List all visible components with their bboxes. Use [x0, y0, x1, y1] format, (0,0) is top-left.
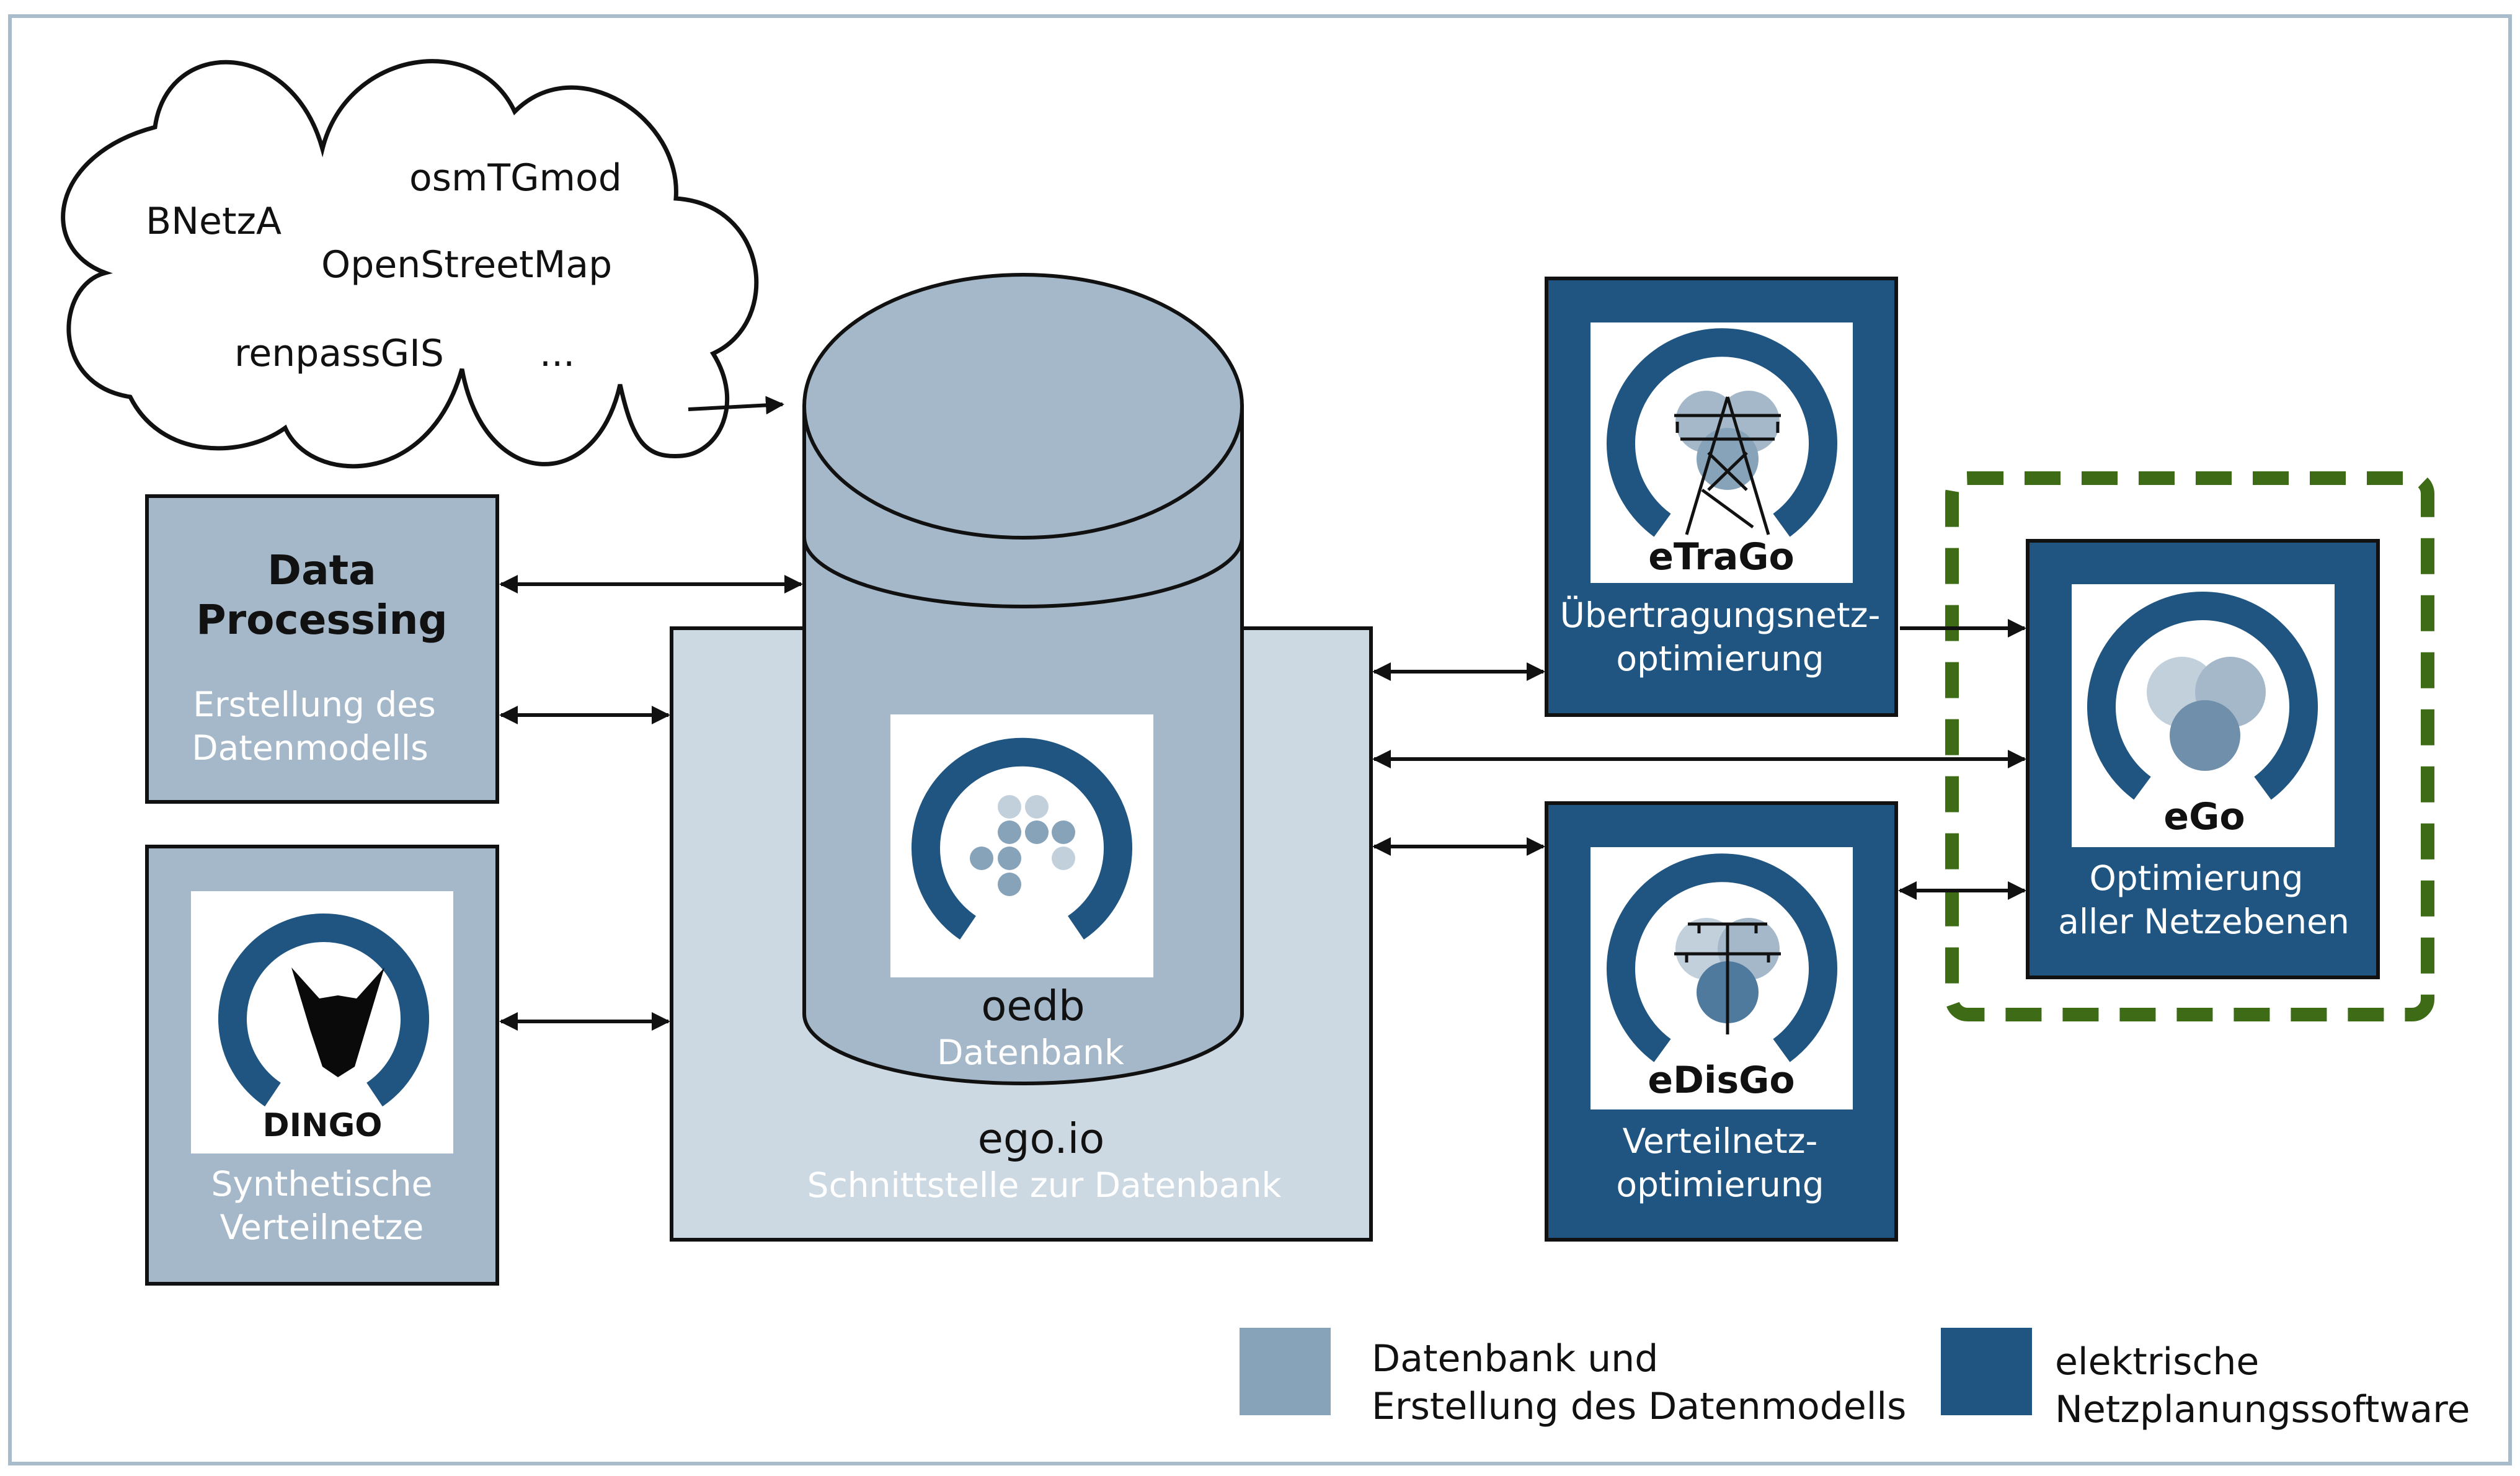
dingo-box: DINGO Synthetische Verteilnetze: [145, 845, 499, 1286]
cloud-item-renpassgis: renpassGIS: [234, 332, 444, 375]
data-processing-sub-1: Erstellung des: [193, 685, 436, 724]
ego-highlight-dashed: [1945, 471, 2434, 1021]
data-processing-sub-2: Datenmodells: [192, 728, 428, 768]
edisgo-sub-1: Verteilnetz-: [1623, 1121, 1818, 1161]
data-sources-cloud: BNetzA osmTGmod OpenStreetMap renpassGIS…: [61, 59, 759, 469]
etrago-circles-icon: [1675, 391, 1780, 490]
oedb-cylinder: oedb Datenbank: [802, 273, 1244, 1085]
cloud-item-openstreetmap: OpenStreetMap: [321, 243, 612, 287]
legend-light-line-2: Erstellung des Datenmodells: [1372, 1385, 1906, 1428]
transmission-tower-icon: [1674, 396, 1781, 535]
etrago-logo-text: eTraGo: [1648, 535, 1795, 579]
ego-box: eGo Optimierung aller Netzebenen: [2026, 539, 2380, 979]
data-processing-title-2: Processing: [196, 596, 448, 644]
legend-swatch-dark: [1941, 1328, 2032, 1415]
cloud-item-ellipsis: ...: [539, 332, 575, 375]
edisgo-circles-icon: [1675, 918, 1780, 1023]
legend-dark-line-2: Netzplanungssoftware: [2055, 1388, 2470, 1431]
etrago-box: eTraGo Übertragungsnetz- optimierung: [1545, 277, 1898, 717]
cylinder-top: [802, 273, 1244, 540]
data-processing-title-1: Data: [267, 546, 376, 594]
edisgo-sub-2: optimierung: [1616, 1165, 1824, 1204]
ego-logo-text: eGo: [2163, 795, 2245, 838]
distribution-pole-icon: [1674, 922, 1781, 1034]
dog-head-icon: [291, 967, 384, 1077]
legend: Datenbank und Erstellung des Datenmodell…: [1240, 1328, 2470, 1431]
oedb-sublabel: Datenbank: [937, 1033, 1124, 1072]
edisgo-box: eDisGo Verteilnetz- optimierung: [1545, 801, 1898, 1242]
dingo-logo-text: DINGO: [263, 1107, 383, 1144]
legend-light-line-1: Datenbank und: [1372, 1337, 1658, 1380]
ego-sub-2: aller Netzebenen: [2058, 902, 2349, 941]
edisgo-logo-ring-icon: [1607, 853, 1837, 1062]
dingo-logo-ring-icon: [218, 914, 429, 1107]
legend-swatch-light: [1240, 1328, 1331, 1415]
cloud-shape: [61, 59, 759, 469]
etrago-logo-ring-icon: [1607, 328, 1837, 537]
dingo-sub-1: Synthetische: [211, 1164, 432, 1204]
oedb-label: oedb: [981, 982, 1085, 1030]
edisgo-logo-text: eDisGo: [1648, 1059, 1795, 1102]
arrow-cloud-to-oedb: [688, 396, 784, 415]
cylinder-ring: [802, 536, 1244, 608]
connectors: [499, 396, 2026, 1031]
egoio-sublabel: Schnittstelle zur Datenbank: [807, 1165, 1282, 1205]
cloud-item-bnetza: BNetzA: [146, 200, 282, 243]
oedb-hexagon-icon: [970, 795, 1075, 896]
ego-circles-icon: [2147, 657, 2266, 771]
ego-sub-1: Optimierung: [2090, 858, 2304, 898]
oedb-logo-ring-icon: [912, 737, 1132, 940]
ego-logo-ring-icon: [2087, 592, 2318, 800]
dingo-sub-2: Verteilnetze: [220, 1207, 424, 1247]
etrago-sub-1: Übertragungsnetz-: [1560, 595, 1881, 635]
etrago-sub-2: optimierung: [1616, 639, 1824, 678]
data-processing-box: Data Processing Erstellung des Datenmode…: [145, 494, 499, 804]
legend-dark-line-1: elektrische: [2055, 1340, 2259, 1384]
egoio-label: ego.io: [978, 1114, 1104, 1163]
cloud-item-osmtgmod: osmTGmod: [409, 156, 622, 200]
